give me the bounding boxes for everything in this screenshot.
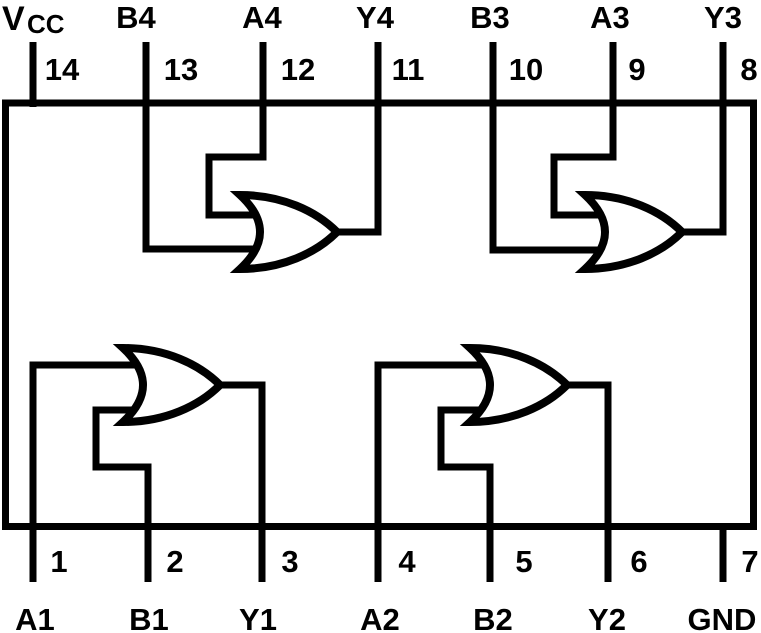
pin-9-wire — [550, 42, 617, 219]
or-gate-3-symbol — [574, 190, 688, 274]
pin-label-a3: A3 — [590, 0, 630, 35]
pin-12-wire — [205, 42, 267, 219]
pin-label-vcc-sub: CC — [27, 9, 65, 39]
bottom-pin-labels: A1 B1 Y1 A2 B2 Y2 GND — [15, 602, 756, 633]
or-gate-1-symbol — [112, 343, 226, 427]
pin-label-b1: B1 — [129, 602, 169, 633]
pin-label-y1: Y1 — [239, 602, 277, 633]
pin-number-13: 13 — [164, 52, 198, 87]
pin-3-wire — [214, 381, 266, 582]
wires — [29, 42, 727, 582]
pin-number-8: 8 — [740, 52, 757, 87]
pin-number-4: 4 — [398, 544, 416, 579]
pin-number-2: 2 — [166, 544, 183, 579]
pin-number-7: 7 — [741, 544, 758, 579]
pin-number-6: 6 — [630, 544, 647, 579]
or-gates — [112, 190, 688, 427]
pin-number-9: 9 — [628, 52, 645, 87]
pin-label-b4: B4 — [116, 0, 156, 35]
pin-1-wire — [29, 361, 144, 582]
pin-number-12: 12 — [281, 52, 315, 87]
pin-label-b2: B2 — [473, 602, 513, 633]
pin-2-wire — [92, 406, 152, 582]
pin-label-y4: Y4 — [356, 0, 395, 35]
pin-13-wire — [142, 42, 262, 253]
pin-8-wire — [676, 42, 727, 236]
pin-label-gnd: GND — [688, 602, 757, 633]
pin-number-5: 5 — [515, 544, 532, 579]
pin-label-y3: Y3 — [704, 0, 742, 35]
pin-6-wire — [561, 381, 612, 582]
bottom-pin-numbers: 1 2 3 4 5 6 7 — [50, 544, 758, 579]
pin-10-wire — [489, 42, 607, 254]
or-gate-2-symbol — [459, 343, 573, 427]
pin-number-11: 11 — [392, 52, 425, 87]
pin-number-1: 1 — [50, 544, 67, 579]
pin-11-wire — [331, 42, 382, 236]
or-gate-4-symbol — [229, 190, 343, 274]
top-pin-labels: V CC B4 A4 Y4 B3 A3 Y3 — [2, 0, 742, 39]
pin-label-a2: A2 — [360, 602, 400, 633]
pin-number-10: 10 — [509, 52, 543, 87]
pin-5-wire — [437, 406, 494, 582]
top-pin-numbers: 14 13 12 11 10 9 8 — [45, 52, 758, 87]
pin-label-vcc-main: V — [2, 0, 25, 38]
pin-number-14: 14 — [45, 52, 80, 87]
pin-4-wire — [374, 361, 491, 582]
pin-label-y2: Y2 — [588, 602, 626, 633]
pin-number-3: 3 — [281, 544, 298, 579]
pin-label-a4: A4 — [242, 0, 282, 35]
pin-label-a1: A1 — [15, 602, 55, 633]
pin-label-b3: B3 — [470, 0, 510, 35]
